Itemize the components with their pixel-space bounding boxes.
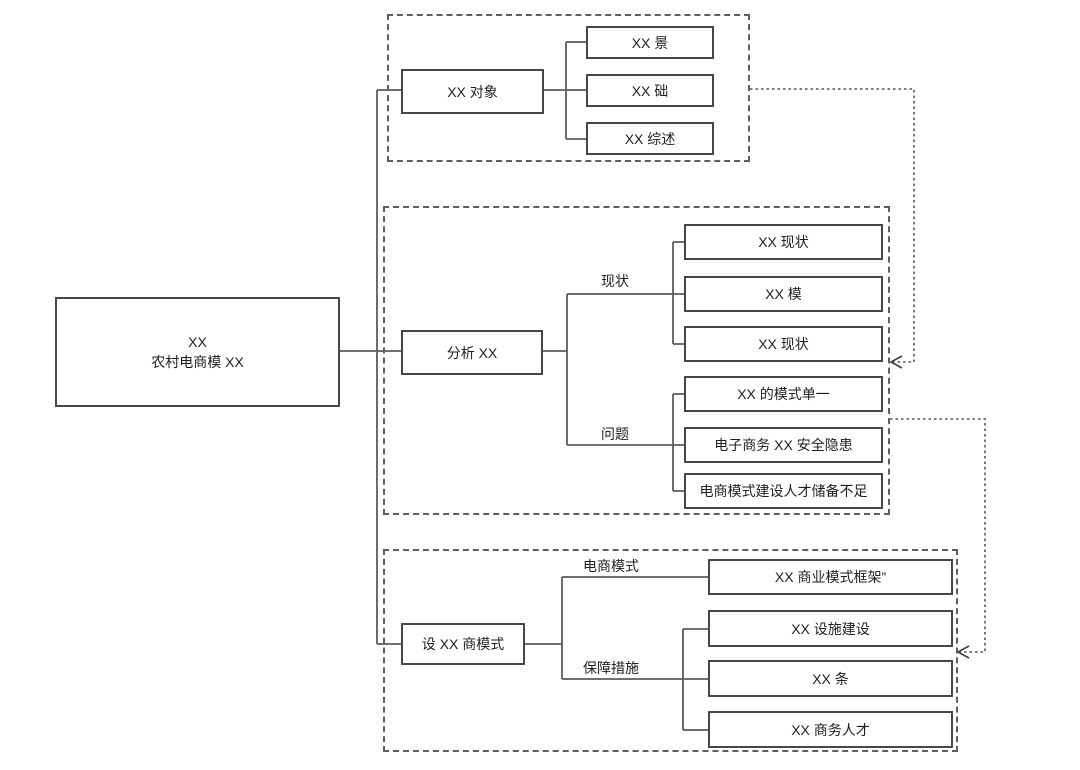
root-node-line2: 农村电商模 XX <box>151 354 244 370</box>
bottom-parent-node: 设 XX 商模式 <box>401 623 525 665</box>
bottom-safeguard-child-3: XX 商务人才 <box>708 711 953 748</box>
arrowhead-bottom-group <box>956 645 970 659</box>
group-frame-bottom <box>383 549 958 752</box>
arrowhead-middle-group <box>889 355 903 369</box>
middle-parent-node: 分析 XX <box>401 330 543 375</box>
middle-problem-child-3: 电商模式建设人才储备不足 <box>684 473 883 509</box>
middle-problem-child-1: XX 的模式单一 <box>684 376 883 412</box>
dashed-connector-top-to-middle <box>750 88 915 363</box>
group-frame-top <box>387 14 750 162</box>
top-parent-node: XX 对象 <box>401 69 544 114</box>
bottom-safeguard-child-2: XX 条 <box>708 660 953 697</box>
tree-connector-lines <box>338 41 708 731</box>
branch-label-problems: 问题 <box>601 426 629 442</box>
branch-label-ecommerce-mode: 电商模式 <box>583 558 639 574</box>
middle-problem-child-2: 电子商务 XX 安全隐患 <box>684 427 883 463</box>
group-frame-middle <box>383 206 890 515</box>
top-child-node-2: XX 础 <box>586 74 714 107</box>
middle-status-child-2: XX 模 <box>684 276 883 312</box>
branch-label-status: 现状 <box>601 273 629 289</box>
root-node-line1: XX <box>188 334 207 350</box>
root-node: XX 农村电商模 XX <box>55 297 340 407</box>
bottom-mode-child-1: XX 商业模式框架” <box>708 559 953 595</box>
middle-status-child-1: XX 现状 <box>684 224 883 260</box>
top-child-node-3: XX 综述 <box>586 122 714 155</box>
dashed-connector-middle-to-bottom <box>890 418 986 653</box>
bottom-safeguard-child-1: XX 设施建设 <box>708 610 953 647</box>
top-child-node-1: XX 景 <box>586 26 714 59</box>
branch-label-safeguards: 保障措施 <box>583 660 639 676</box>
middle-status-child-3: XX 现状 <box>684 326 883 362</box>
